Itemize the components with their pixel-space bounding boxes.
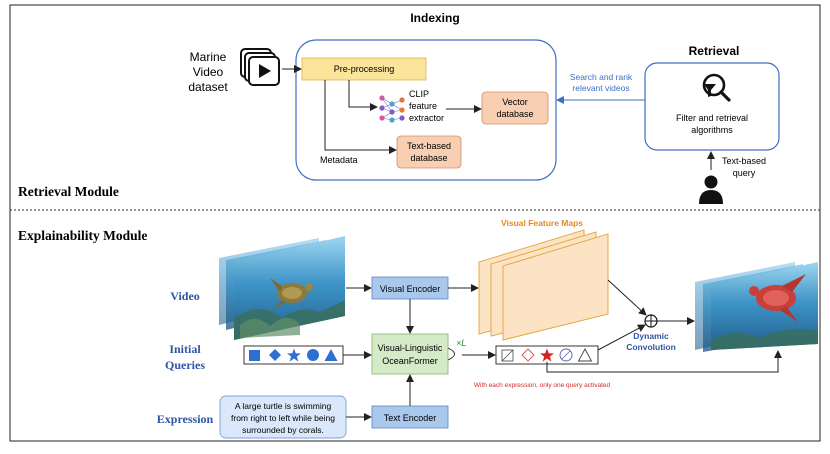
search-label-line2: relevant videos (572, 83, 629, 93)
retrieval-module-title: Retrieval Module (18, 184, 119, 199)
diamond-output-icon (521, 348, 535, 362)
dynamic-conv-line1: Dynamic (633, 331, 669, 341)
text-encoder-label: Text Encoder (384, 413, 437, 423)
preprocessing-box (301, 57, 427, 81)
filter-retrieval-box (644, 62, 780, 151)
video-stack-icon (240, 48, 280, 86)
user-icon (699, 175, 723, 204)
output-query-shapes (501, 348, 593, 362)
preprocessing-label: Pre-processing (334, 64, 395, 74)
maps-to-conv-arrow (607, 279, 647, 316)
query-shapes (249, 348, 338, 362)
visual-encoder-label: Visual Encoder (380, 284, 440, 294)
outer-frame (9, 4, 821, 442)
visual-feature-maps (478, 229, 609, 341)
retrieval-title: Retrieval (689, 44, 740, 58)
preprocess-to-clip-arrow (348, 80, 378, 111)
search-filter-icon (702, 73, 731, 102)
triangle-query-icon (324, 349, 338, 361)
clip-label-line2: feature (409, 101, 437, 111)
row-label-expression: Expression (157, 412, 214, 426)
row-label-queries: Queries (165, 358, 205, 372)
row-label-video: Video (170, 289, 200, 303)
dataset-label-line1: Marine (190, 50, 227, 64)
row-label-initial: Initial (169, 342, 201, 356)
filter-label-line2: algorithms (691, 125, 733, 135)
vector-database-box (481, 91, 549, 125)
dynamic-conv-line2: Convolution (626, 342, 676, 352)
activation-note: With each expression, only one query act… (474, 382, 611, 389)
query-to-output-arrow (546, 350, 782, 373)
clip-label-line1: CLIP (409, 89, 429, 99)
circle-output-icon (559, 348, 573, 362)
dataset-label-line2: Video (193, 65, 224, 79)
text-database-box (396, 135, 462, 169)
neural-network-icon (379, 95, 405, 123)
text-db-line2: database (410, 153, 447, 163)
oceanformer-line1: Visual-Linguistic (378, 343, 443, 353)
square-query-icon (249, 350, 260, 361)
triangle-output-icon (577, 348, 593, 362)
diamond-query-icon (269, 349, 281, 361)
dataset-label-line3: dataset (188, 80, 228, 94)
metadata-label: Metadata (320, 155, 358, 165)
search-label-line1: Search and rank (570, 72, 633, 82)
query-label-line2: query (733, 168, 756, 178)
expression-line3: surrounded by corals. (242, 425, 324, 435)
output-video-frames (695, 262, 818, 352)
query-label-line1: Text-based (722, 156, 766, 166)
vector-db-line2: database (496, 109, 533, 119)
oceanformer-line2: OceanFormer (382, 356, 438, 366)
oceanformer-box (371, 333, 449, 375)
turtle-icon (270, 278, 313, 310)
square-output-icon (501, 349, 514, 362)
vector-db-line1: Vector (502, 97, 528, 107)
preprocess-to-textdb-arrow (324, 80, 397, 154)
expression-line1: A large turtle is swimming (235, 401, 332, 411)
dynamic-convolution-node (644, 314, 658, 328)
repeat-loop (447, 347, 455, 361)
star-output-icon[interactable] (540, 348, 554, 362)
star-query-icon (287, 348, 301, 362)
input-video-frames (219, 236, 345, 340)
text-db-line1: Text-based (407, 141, 451, 151)
expression-line2: from right to left while being (231, 413, 335, 423)
clip-label-line3: extractor (409, 113, 444, 123)
queries-to-conv-arrow (597, 324, 646, 351)
indexing-title: Indexing (410, 11, 459, 25)
explainability-module-title: Explainability Module (18, 228, 147, 243)
feature-maps-label: Visual Feature Maps (501, 218, 583, 228)
circle-query-icon (307, 349, 319, 361)
indexing-panel (295, 39, 557, 181)
filter-label-line1: Filter and retrieval (676, 113, 748, 123)
segmented-turtle-icon (749, 274, 806, 322)
times-l-label: ×L (456, 338, 466, 348)
